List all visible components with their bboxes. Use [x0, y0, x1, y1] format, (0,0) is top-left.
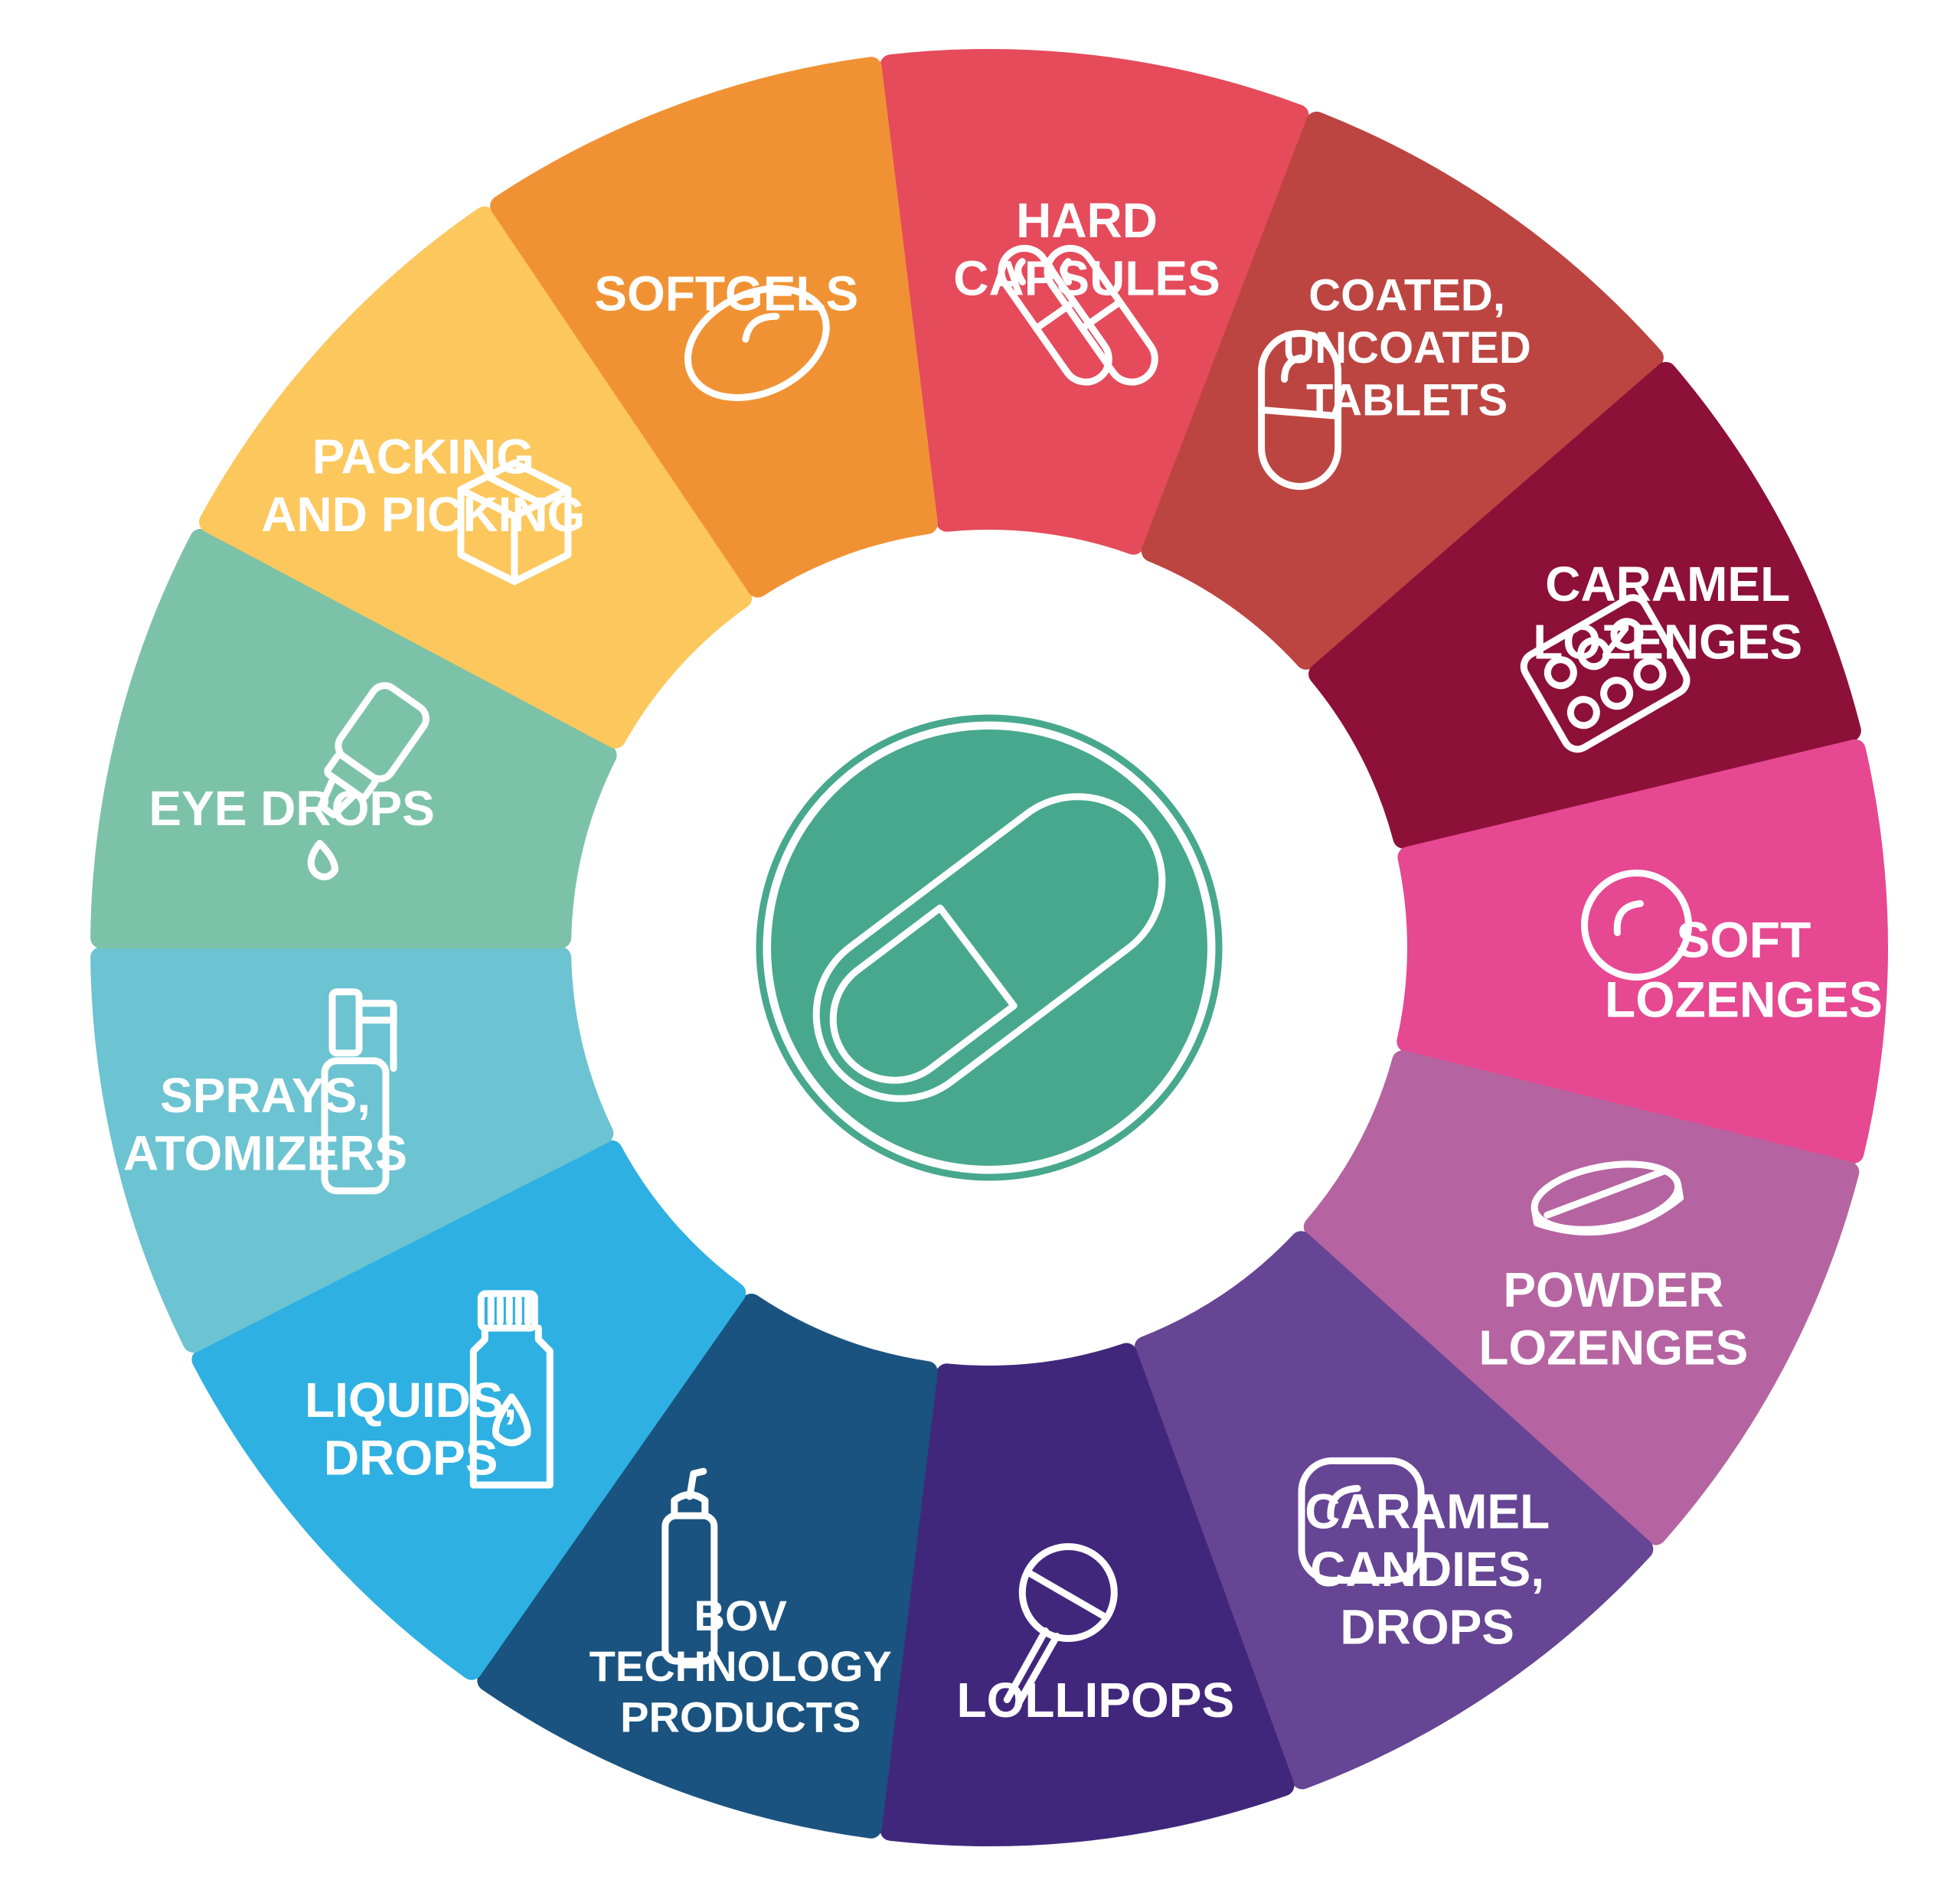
segment-shape-caramel-lozenges	[1308, 361, 1861, 849]
segment-label-line: DROPS	[324, 1430, 498, 1485]
segment-shape-softgels	[490, 57, 938, 598]
blister-pack-icon	[1520, 594, 1690, 753]
segment-label-line: CANDIES,	[1310, 1542, 1544, 1597]
segment-label-line: HARD	[1016, 193, 1158, 248]
segment-label-line: COATED,	[1308, 271, 1505, 321]
dropper-bottle-icon	[307, 682, 430, 881]
segment-label-liquids-drops: LIQUIDS,DROPS	[305, 1372, 517, 1486]
segment-label-line: LIQUIDS,	[305, 1372, 517, 1428]
segment-label-line: PRODUCTS	[620, 1692, 861, 1741]
segment-shape-packing-and-picking	[198, 206, 753, 749]
segment-label-line: LOLLIPOPS	[956, 1673, 1234, 1728]
round-lozenge-icon	[1580, 869, 1692, 981]
segment-label-line: LOZENGES	[1478, 1320, 1748, 1376]
center-ring	[756, 714, 1223, 1181]
segment-lollipops: LOLLIPOPS	[880, 1343, 1295, 1846]
center-hub	[756, 714, 1223, 1181]
segment-label-sprays-atomizers: SPRAYS,ATOMIZERS	[123, 1068, 407, 1181]
segment-shape-bov-technology-products	[477, 1294, 938, 1839]
spray-bottle-icon	[321, 988, 397, 1195]
square-candy-icon	[1298, 1457, 1425, 1584]
segment-label-line: EYE DROPS	[149, 781, 434, 836]
segment-label-line: UNCOATED	[1282, 323, 1530, 373]
segment-shape-powder-lozenges	[1303, 1050, 1860, 1545]
aerosol-can-icon	[662, 1467, 718, 1665]
segment-label-line: TECHNOLOGY	[590, 1642, 892, 1690]
segment-label-line: CAPSULES	[953, 250, 1220, 305]
segment-shape-lollipops	[880, 1343, 1295, 1846]
segment-label-line: LOZENGES	[1533, 614, 1802, 669]
pill-icon	[1258, 329, 1342, 490]
segment-label-line: ATOMIZERS	[123, 1125, 407, 1180]
segment-label-line: POWDER	[1503, 1262, 1723, 1317]
tablet-disc-icon	[1530, 1160, 1684, 1236]
box-icon	[457, 459, 572, 586]
segment-label-line: LOZENGES	[1605, 971, 1883, 1028]
capsule-icon	[812, 793, 1166, 1102]
center-disc	[771, 729, 1207, 1166]
segment-liquids-drops: LIQUIDS,DROPS	[191, 1140, 746, 1680]
softgel-icon	[684, 285, 830, 401]
segment-shape-liquids-drops	[191, 1140, 746, 1680]
segment-label-line: BOV	[694, 1591, 787, 1640]
segment-shape-hard-capsules	[880, 49, 1309, 555]
segment-label-line: SOFT	[1676, 912, 1811, 968]
segment-label-softgels: SOFTGELS	[594, 266, 858, 321]
segment-shape-soft-lozenges	[1396, 739, 1888, 1164]
segment-shape-eye-drops	[90, 528, 617, 948]
segment-label-line: PACKING	[312, 429, 534, 485]
segment-sprays-atomizers: SPRAYS,ATOMIZERS	[90, 947, 614, 1353]
segment-shape-caramel-candies-drops	[1134, 1231, 1654, 1790]
segment-softgels: SOFTGELS	[490, 57, 938, 598]
segment-label-lollipops: LOLLIPOPS	[956, 1673, 1234, 1728]
liquid-bottle-icon	[469, 1290, 554, 1489]
segment-label-eye-drops: EYE DROPS	[149, 781, 434, 836]
segment-label-line: SPRAYS,	[160, 1068, 371, 1123]
segment-label-line: SOFTGELS	[594, 266, 858, 321]
segment-label-line: TABLETS	[1306, 376, 1508, 426]
segment-label-line: CARAMEL	[1545, 556, 1790, 612]
segment-shape-coated-uncoated-tablets	[1141, 111, 1664, 670]
segment-shape-sprays-atomizers	[90, 947, 614, 1353]
segment-label-line: DROPS	[1340, 1600, 1514, 1655]
segment-label-line: AND PICKING	[261, 487, 585, 542]
capsule-pair-icon	[998, 244, 1158, 386]
segment-eye-drops: EYE DROPS	[90, 528, 617, 948]
lollipop-icon	[1003, 1543, 1118, 1708]
segment-label-line: CARAMEL	[1305, 1484, 1550, 1539]
